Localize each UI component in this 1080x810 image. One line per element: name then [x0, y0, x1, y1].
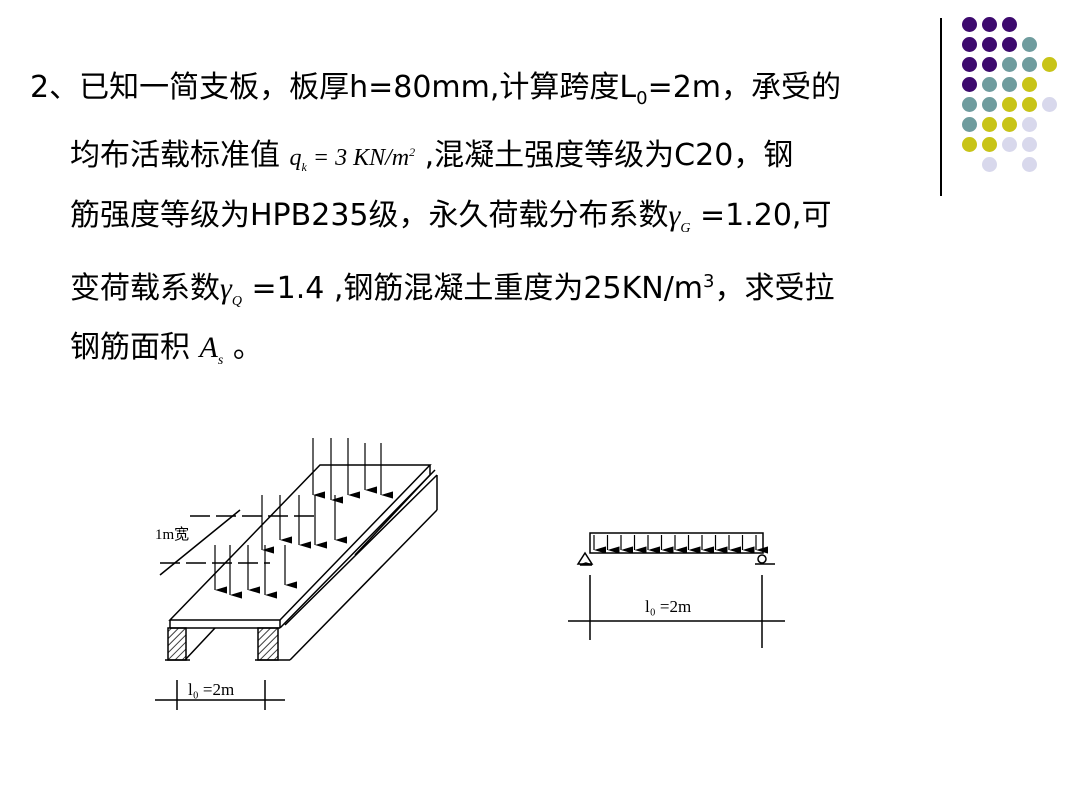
decor-dot — [962, 117, 977, 132]
decor-vertical-line — [940, 18, 942, 196]
decor-dot — [1002, 17, 1017, 32]
decor-dot — [1022, 77, 1037, 92]
slab-isometric-diagram — [155, 438, 438, 710]
decor-dot — [1022, 137, 1037, 152]
gamma-symbol: γ — [668, 199, 681, 232]
decor-dot — [982, 17, 997, 32]
width-label: 1m宽 — [155, 526, 189, 543]
text: 2、已知一简支板，板厚h=80mm,计算跨度L — [30, 70, 637, 105]
decor-dot — [982, 157, 997, 172]
symbol: q — [289, 145, 302, 171]
text: 均布活载标准值 — [70, 138, 280, 173]
decor-dot — [982, 97, 997, 112]
decor-dot — [1002, 117, 1017, 132]
decor-dot — [962, 17, 977, 32]
subscript: Q — [231, 294, 242, 309]
decor-dot — [1042, 97, 1057, 112]
formula-text: = 3 KN/m — [306, 145, 410, 171]
problem-line-3: 筋强度等级为HPB235级，永久荷载分布系数γG =1.20,可 — [70, 196, 831, 249]
text: =1.4 ,钢筋混凝土重度为25KN/m — [241, 271, 704, 306]
problem-line-4: 变荷载系数γQ =1.4 ,钢筋混凝土重度为25KN/m3，求受拉 — [70, 262, 834, 322]
decor-dot — [1022, 97, 1037, 112]
subscript: s — [217, 353, 224, 368]
text: =2m，承受的 — [647, 70, 842, 105]
decor-dot — [962, 97, 977, 112]
gamma-symbol: γ — [220, 272, 232, 305]
decor-dot — [982, 117, 997, 132]
decor-dot — [1022, 157, 1037, 172]
problem-line-1: 2、已知一简支板，板厚h=80mm,计算跨度L0=2m，承受的 — [30, 68, 841, 119]
decor-dot — [962, 37, 977, 52]
text: 变荷载系数 — [70, 271, 220, 306]
decor-dot — [1042, 57, 1057, 72]
decor-dot — [1022, 37, 1037, 52]
formula-qk: qk = 3 KN/m2 — [289, 145, 416, 174]
decor-dot — [1002, 137, 1017, 152]
decor-dot — [962, 137, 977, 152]
subscript: 0 — [636, 88, 648, 109]
decor-dot — [982, 137, 997, 152]
superscript: 2 — [409, 145, 416, 159]
decor-dot — [1002, 97, 1017, 112]
decor-dot — [982, 57, 997, 72]
decor-dot — [1002, 57, 1017, 72]
text: ，求受拉 — [714, 271, 835, 306]
subscript: G — [680, 221, 691, 236]
subscript: k — [301, 159, 307, 174]
text: 钢筋面积 — [70, 330, 200, 365]
decor-dot — [962, 57, 977, 72]
text: 筋强度等级为HPB235级，永久荷载分布系数 — [70, 198, 669, 233]
text: 。 — [223, 330, 263, 365]
decor-dot — [1002, 77, 1017, 92]
decor-dot — [1022, 117, 1037, 132]
simply-supported-beam-diagram — [568, 532, 785, 648]
span-label-left: l₀ =2m — [188, 680, 234, 699]
text: =1.20,可 — [690, 198, 832, 233]
problem-line-5: 钢筋面积 As 。 — [70, 328, 263, 381]
superscript: 3 — [703, 271, 715, 292]
decor-dot — [1022, 57, 1037, 72]
decor-dot — [1002, 37, 1017, 52]
span-label-right: l₀ =2m — [645, 597, 691, 616]
decor-dot — [982, 77, 997, 92]
area-symbol: A — [199, 331, 218, 364]
decor-dot — [982, 37, 997, 52]
problem-line-2: 均布活载标准值 qk = 3 KN/m2 ,混凝土强度等级为C20，钢 — [70, 132, 793, 187]
text: ,混凝土强度等级为C20，钢 — [415, 138, 794, 173]
decor-dot — [962, 77, 977, 92]
